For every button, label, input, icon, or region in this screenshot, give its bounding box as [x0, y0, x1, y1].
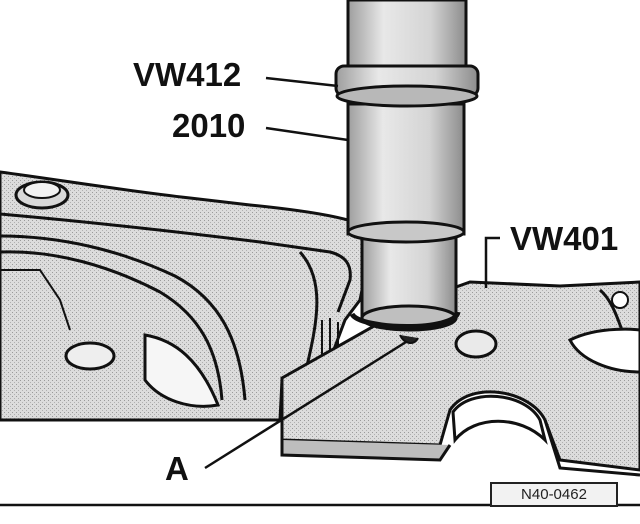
label-vw412: VW412: [133, 56, 242, 93]
support-plate-vw401: [280, 280, 640, 477]
label-vw401: VW401: [510, 220, 619, 257]
label-a: A: [165, 450, 189, 487]
label-2010: 2010: [172, 107, 246, 144]
leader-vw401: [484, 236, 500, 288]
leader-2010: [265, 126, 349, 142]
leader-a: [204, 340, 407, 470]
figure-reference-code: N40-0462: [490, 482, 618, 507]
leader-vw412: [265, 76, 339, 88]
press-tool-vw412: [334, 0, 480, 108]
leader-lines: [204, 76, 500, 470]
drift-2010: [346, 102, 466, 344]
